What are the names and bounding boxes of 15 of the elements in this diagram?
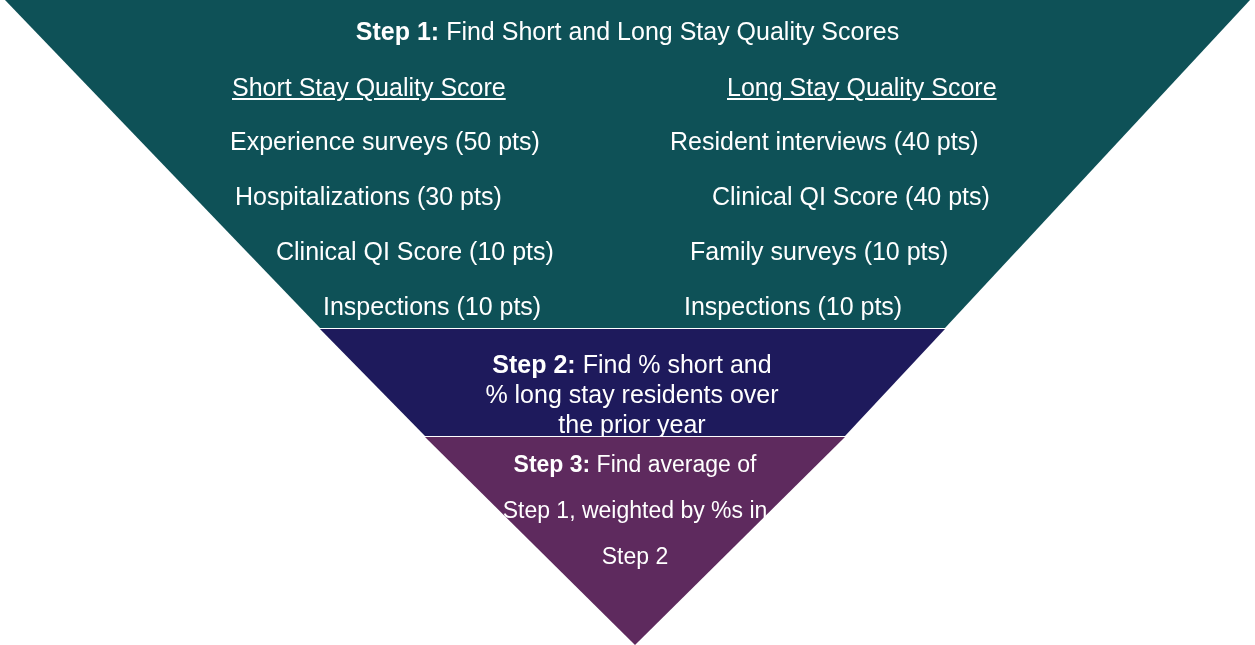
step-heading: Step 1: Find Short and Long Stay Quality Scores [354, 16, 901, 46]
score-item: Experience surveys (50 pts) [230, 126, 540, 156]
score-item: Resident interviews (40 pts) [670, 126, 979, 156]
score-item: Family surveys (10 pts) [690, 236, 949, 266]
funnel-band [425, 437, 845, 645]
score-item: Clinical QI Score (40 pts) [712, 181, 990, 211]
score-item: Inspections (10 pts) [684, 291, 903, 321]
score-item: Hospitalizations (30 pts) [235, 181, 502, 211]
column-heading: Long Stay Quality Score [727, 72, 997, 102]
column-heading: Short Stay Quality Score [232, 72, 506, 102]
step-text: Step 3: Find average of Step 1, weighted by %s in Step 2 [501, 450, 769, 571]
step-text: Step 2: Find % short and % long stay residents over the prior year [484, 349, 780, 439]
score-item: Inspections (10 pts) [323, 291, 542, 321]
funnel-band [5, 0, 1250, 328]
score-item: Clinical QI Score (10 pts) [276, 236, 554, 266]
